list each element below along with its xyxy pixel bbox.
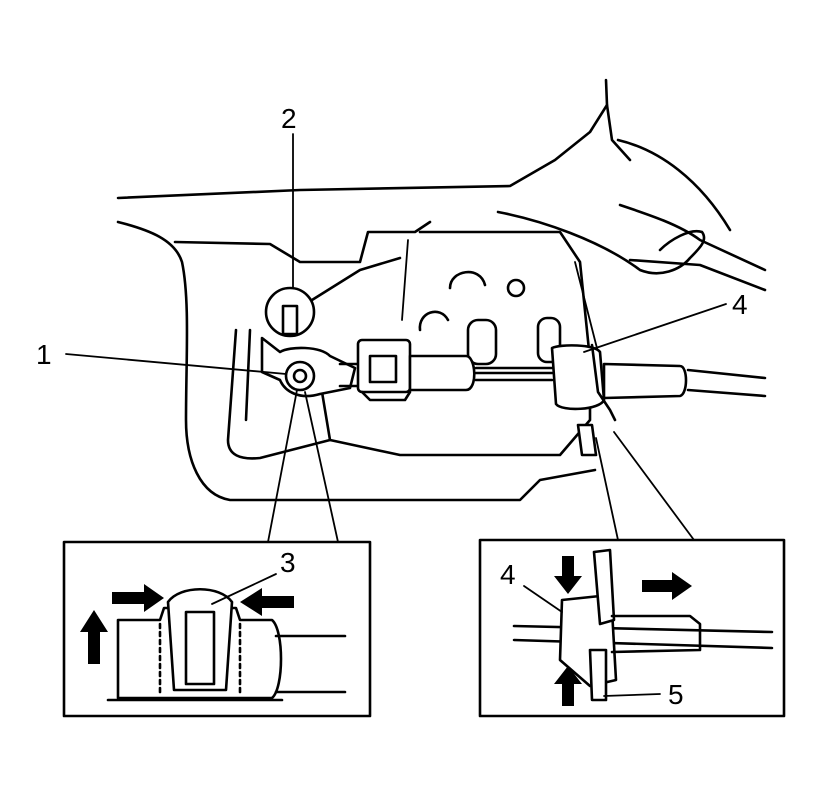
retainer-bracket — [590, 343, 617, 422]
arrow-right-icon — [112, 584, 164, 612]
cable-clamp — [356, 338, 412, 394]
panel-inner-top — [173, 220, 432, 264]
inset-left-leader-a — [267, 389, 298, 543]
plate-hole-mid — [418, 310, 450, 332]
cable-clamp-window — [368, 354, 398, 384]
hand-sleeve — [616, 138, 732, 232]
lever-ball — [284, 360, 316, 392]
arrow-down-icon — [554, 556, 582, 594]
plate-slot-2 — [536, 316, 562, 364]
callout-4: 4 — [732, 289, 748, 320]
callouts: 1 2 3 4 4 5 — [36, 103, 748, 710]
inset-right — [478, 538, 786, 718]
cable-outer-upper — [686, 368, 767, 380]
leader-4-inset — [523, 585, 563, 613]
leader-lines — [65, 133, 727, 543]
inset-retainer-flange — [592, 548, 616, 626]
callout-4-inset: 4 — [500, 559, 516, 590]
upper-lever-arm — [310, 256, 402, 302]
plate-slot-1 — [466, 318, 498, 366]
arrow-left-icon — [240, 588, 294, 616]
upper-pivot-post — [281, 304, 299, 336]
left-panel-outline — [116, 220, 597, 502]
callout-3: 3 — [280, 547, 296, 578]
callout-2: 2 — [281, 103, 297, 134]
inset-right-frame — [478, 538, 786, 718]
leader-1 — [65, 353, 287, 375]
bracket-plate — [318, 230, 592, 457]
inset-left-leader-b — [304, 391, 339, 543]
cable-clamp-base — [360, 390, 412, 402]
inset-right-cable-upper — [512, 624, 774, 634]
inset-right-leader-a — [595, 437, 619, 541]
arrow-up-icon — [80, 610, 108, 664]
retaining-clip — [166, 587, 234, 692]
inset-right-cable-lower — [512, 638, 774, 650]
inner-cable — [474, 366, 554, 382]
leader-5 — [603, 693, 661, 697]
plate-hole-large — [448, 270, 487, 290]
inset-right-leader-b — [613, 431, 695, 541]
bracket-inner-line — [401, 239, 601, 361]
leader-4 — [583, 303, 727, 353]
arrow-right-icon — [642, 572, 692, 600]
console-right-surface — [605, 103, 632, 162]
cable-outer-lower — [686, 388, 767, 398]
lever-ball-socket — [292, 368, 308, 384]
main-view — [116, 78, 767, 502]
callout-1: 1 — [36, 339, 52, 370]
plate-hole-small — [506, 278, 526, 298]
inset-left-frame — [62, 540, 372, 718]
inset-clip-tab — [588, 648, 608, 702]
retainer-clip-tab — [576, 423, 598, 457]
callout-5: 5 — [668, 679, 684, 710]
cable-sheath-end — [602, 362, 688, 400]
leader-3 — [211, 573, 277, 605]
hand-thumb — [618, 203, 767, 272]
console-top-edge — [116, 78, 609, 200]
hand-lower — [628, 258, 767, 292]
inset-sheath-end — [610, 614, 702, 654]
guide-loop — [226, 328, 332, 460]
arrow-up-icon — [554, 666, 582, 706]
cable-tube — [408, 354, 476, 392]
inset-left — [62, 540, 372, 718]
retaining-clip-slot — [184, 610, 216, 686]
